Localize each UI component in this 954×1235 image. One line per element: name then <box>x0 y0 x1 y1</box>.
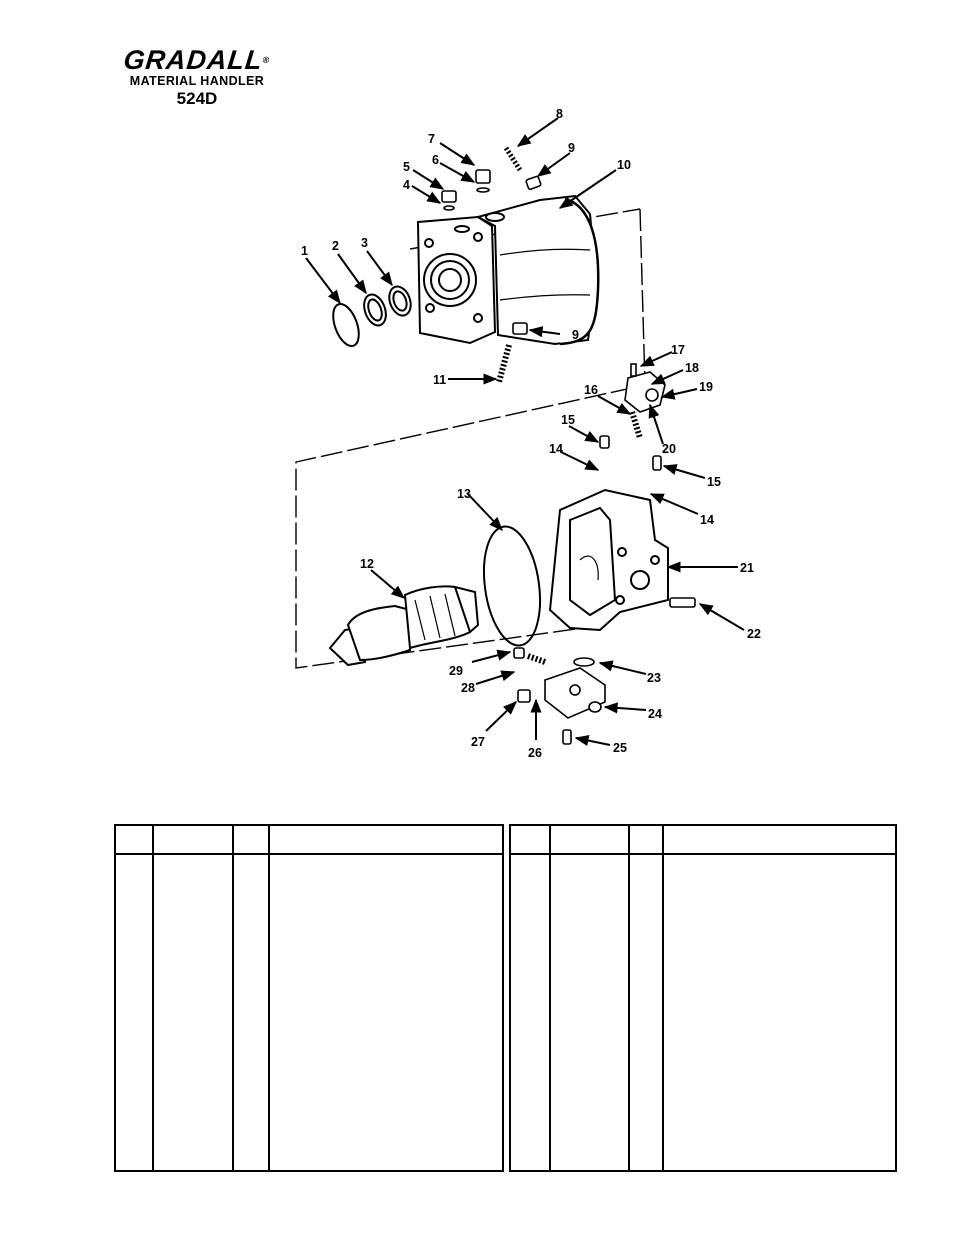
callout-5: 5 <box>403 160 410 174</box>
callout-16: 16 <box>584 383 598 397</box>
table-cell <box>510 854 550 1171</box>
callout-6: 6 <box>432 153 439 167</box>
callout-2: 2 <box>332 239 339 253</box>
callout-11: 11 <box>433 373 446 387</box>
callout-19: 19 <box>699 380 713 394</box>
callout-28: 28 <box>461 681 475 695</box>
callout-4: 4 <box>403 178 410 192</box>
callout-20: 20 <box>662 442 676 456</box>
table-cell <box>662 854 896 1171</box>
callout-29: 29 <box>449 664 463 678</box>
callout-27: 27 <box>471 735 485 749</box>
motor-housing <box>416 194 600 346</box>
callout-24: 24 <box>648 707 662 721</box>
column-header <box>115 825 153 855</box>
end-cover-housing <box>548 488 669 632</box>
callout-10: 10 <box>617 158 631 172</box>
callout-14: 14 <box>549 442 563 456</box>
callout-15b: 15 <box>707 475 721 489</box>
callout-15: 15 <box>561 413 575 427</box>
table-cell <box>549 854 629 1171</box>
header-subtitle: MATERIAL HANDLER <box>129 74 265 88</box>
column-header <box>628 825 663 855</box>
parts-table-left <box>114 824 504 1172</box>
callout-23: 23 <box>647 671 661 685</box>
callout-9b: 9 <box>572 328 579 342</box>
callout-9: 9 <box>568 141 575 155</box>
callout-3: 3 <box>361 236 368 250</box>
column-header <box>268 825 503 855</box>
column-header <box>549 825 629 855</box>
callout-12: 12 <box>360 557 374 571</box>
column-header <box>232 825 269 855</box>
callout-26: 26 <box>528 746 542 760</box>
parts-table-right <box>509 824 897 1172</box>
callout-18: 18 <box>685 361 699 375</box>
callout-17: 17 <box>671 343 685 357</box>
callout-8: 8 <box>556 107 563 121</box>
snap-rings <box>332 285 412 348</box>
callout-13: 13 <box>457 487 471 501</box>
table-cell <box>152 854 233 1171</box>
table-cell <box>268 854 503 1171</box>
callout-arrows <box>305 117 745 747</box>
callout-labels: 1 2 3 4 5 6 7 8 9 10 9 11 17 18 19 16 20… <box>301 107 761 760</box>
control-valve-upper <box>599 363 666 471</box>
control-valve-lower <box>513 597 696 745</box>
callout-22: 22 <box>747 627 761 641</box>
callout-25: 25 <box>613 741 627 755</box>
callout-7: 7 <box>428 132 435 146</box>
upper-small-parts <box>441 146 542 383</box>
table-cell <box>115 854 153 1171</box>
callout-1: 1 <box>301 244 308 258</box>
document-header: GRADALL® MATERIAL HANDLER 524D <box>112 45 282 108</box>
callout-14b: 14 <box>700 513 714 527</box>
callout-21: 21 <box>740 561 754 575</box>
rotating-group <box>328 585 480 667</box>
column-header <box>662 825 896 855</box>
table-cell <box>232 854 269 1171</box>
column-header <box>510 825 550 855</box>
column-header <box>152 825 233 855</box>
model-number: 524D <box>176 89 218 108</box>
large-o-ring <box>482 525 542 647</box>
table-cell <box>628 854 663 1171</box>
